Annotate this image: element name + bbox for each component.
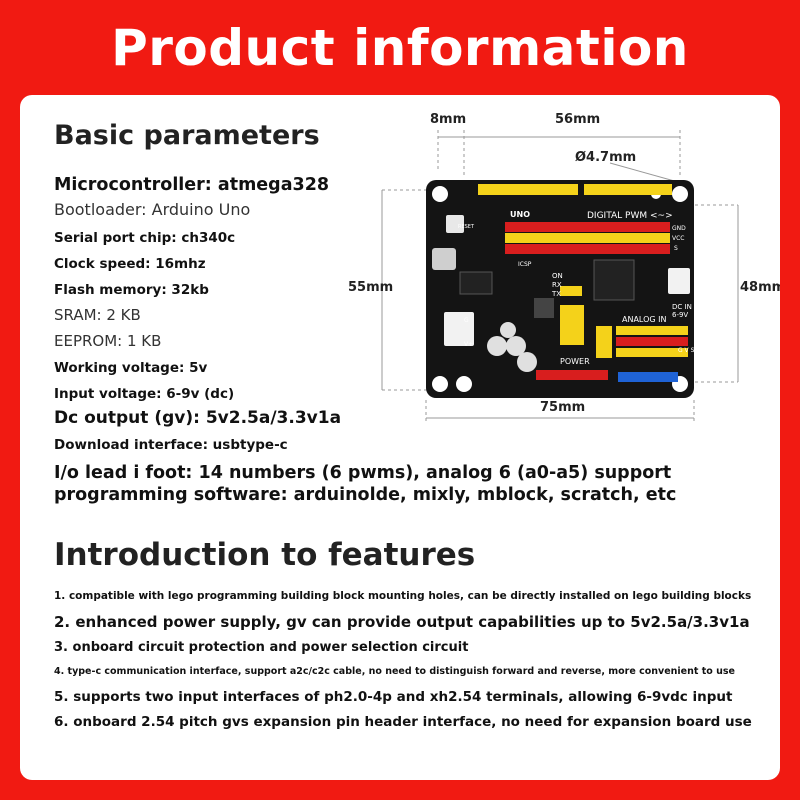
label-gnd: GND bbox=[672, 225, 686, 232]
usb-c-port bbox=[432, 248, 456, 270]
inductor bbox=[534, 298, 554, 318]
capacitors bbox=[487, 322, 537, 372]
dim-56mm: 56mm bbox=[555, 112, 601, 127]
dc-in-connector bbox=[668, 268, 690, 294]
ph-connector bbox=[444, 312, 474, 346]
param-flash: Flash memory: 32kb bbox=[54, 282, 209, 298]
label-analog: ANALOG IN bbox=[622, 315, 667, 324]
page-title: Product information bbox=[111, 18, 689, 77]
feature-item-6: 6. onboard 2.54 pitch gvs expansion pin … bbox=[54, 714, 752, 730]
analog-headers bbox=[536, 286, 688, 382]
label-dc-in-voltage: 6-9V bbox=[672, 311, 688, 319]
dim-48mm: 48mm bbox=[740, 280, 780, 295]
param-microcontroller: Microcontroller: atmega328 bbox=[54, 175, 330, 195]
param-serial-chip: Serial port chip: ch340c bbox=[54, 230, 236, 246]
dim-hole-diameter: Ø4.7mm bbox=[575, 150, 637, 165]
label-vcc: VCC bbox=[672, 235, 684, 242]
dim-55mm: 55mm bbox=[348, 280, 394, 295]
features-title: Introduction to features bbox=[54, 537, 476, 573]
label-on: ON bbox=[552, 272, 563, 280]
feature-item-5: 5. supports two input interfaces of ph2.… bbox=[54, 689, 733, 705]
dim-8mm: 8mm bbox=[430, 112, 467, 127]
board-diagram: DIGITAL PWM <~> UNO ON RX TX ICSP POWER … bbox=[348, 100, 780, 430]
label-icsp: ICSP bbox=[518, 261, 532, 268]
param-working-voltage: Working voltage: 5v bbox=[54, 360, 208, 376]
param-sram: SRAM: 2 KB bbox=[54, 306, 141, 324]
param-input-voltage: Input voltage: 6-9v (dc) bbox=[54, 386, 235, 402]
feature-item-4: 4. type-c communication interface, suppo… bbox=[54, 666, 735, 677]
param-dc-output: Dc output (gv): 5v2.5a/3.3v1a bbox=[54, 408, 342, 428]
label-s: S bbox=[674, 245, 678, 252]
mounting-holes bbox=[432, 186, 688, 392]
label-power: POWER bbox=[560, 357, 590, 366]
atmega-chip bbox=[593, 259, 635, 301]
param-bootloader: Bootloader: Arduino Uno bbox=[54, 200, 251, 219]
label-uno: UNO bbox=[510, 210, 530, 219]
io-description: I/o lead i foot: 14 numbers (6 pwms), an… bbox=[54, 462, 676, 506]
label-v-plus: V+ bbox=[464, 341, 473, 348]
label-digital: DIGITAL PWM <~> bbox=[587, 211, 673, 221]
dimension-lines bbox=[381, 130, 739, 422]
label-dc-in: DC IN bbox=[672, 303, 692, 311]
label-tx: TX bbox=[551, 290, 561, 298]
param-clock-speed: Clock speed: 16mhz bbox=[54, 256, 206, 272]
board-svg: DIGITAL PWM <~> UNO ON RX TX ICSP POWER … bbox=[381, 130, 739, 422]
feature-item-2: 2. enhanced power supply, gv can provide… bbox=[54, 613, 750, 631]
reset-button bbox=[446, 215, 464, 233]
param-io-line: I/o lead i foot: 14 numbers (6 pwms), an… bbox=[54, 463, 672, 483]
label-rx: RX bbox=[552, 281, 562, 289]
feature-item-3: 3. onboard circuit protection and power … bbox=[54, 640, 469, 655]
header-banner: Product information bbox=[0, 0, 800, 95]
param-download-interface: Download interface: usbtype-c bbox=[54, 437, 288, 453]
param-software-line: programming software: arduinolde, mixly,… bbox=[54, 485, 677, 505]
label-gvs: G V S bbox=[678, 347, 695, 354]
dim-75mm: 75mm bbox=[540, 400, 586, 415]
feature-item-1: 1. compatible with lego programming buil… bbox=[54, 590, 752, 602]
label-g: G bbox=[464, 317, 469, 324]
top-headers bbox=[478, 184, 672, 254]
ch340-chip bbox=[459, 271, 493, 295]
param-eeprom: EEPROM: 1 KB bbox=[54, 332, 162, 350]
label-reset: RESET bbox=[458, 224, 475, 230]
basic-parameters-title: Basic parameters bbox=[54, 120, 320, 151]
content-card: Basic parameters Microcontroller: atmega… bbox=[20, 95, 780, 780]
